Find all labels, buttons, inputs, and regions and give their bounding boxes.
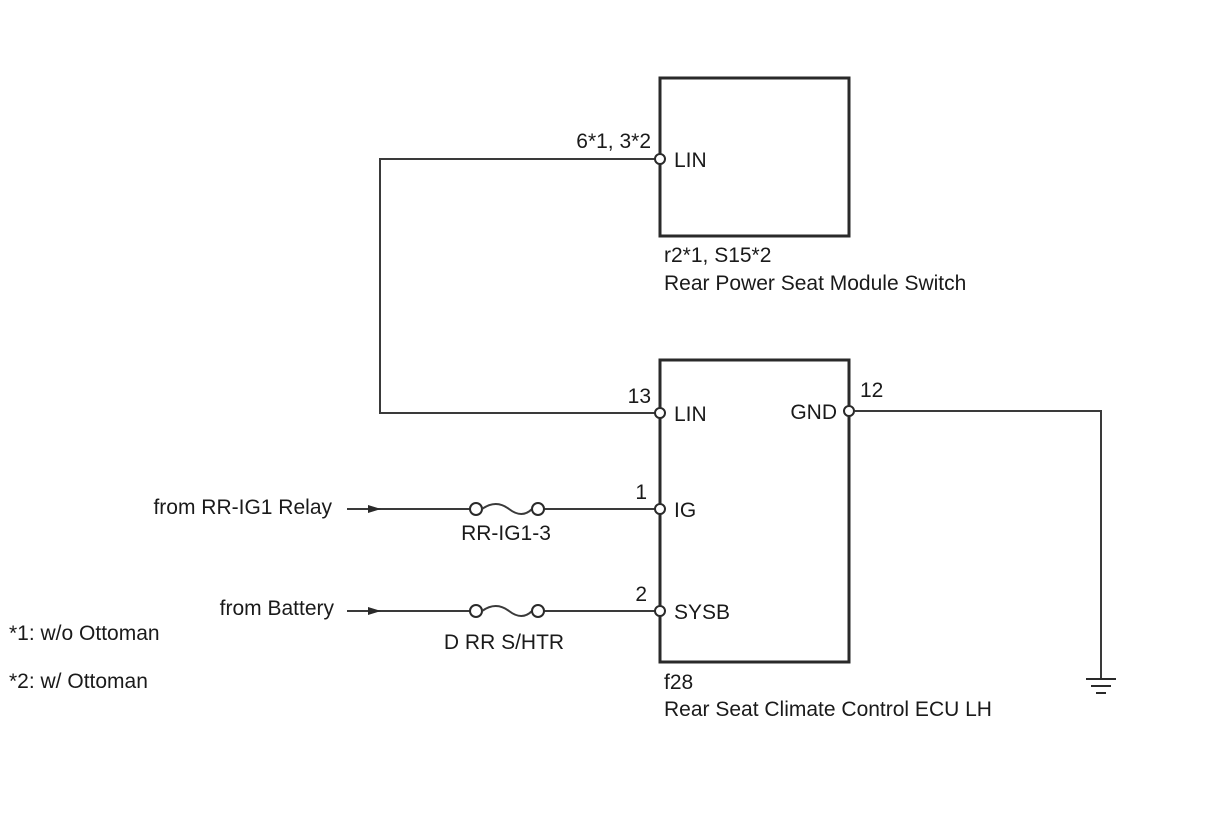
note-1: *1: w/o Ottoman	[9, 622, 160, 645]
switch-lin-terminal	[654, 153, 666, 165]
switch-pin-number: 6*1, 3*2	[576, 130, 651, 153]
ecu-lin-pin-label: LIN	[674, 403, 707, 426]
ecu-gnd-terminal	[843, 405, 855, 417]
switch-pin-label: LIN	[674, 149, 707, 172]
switch-name: Rear Power Seat Module Switch	[664, 272, 966, 295]
fuse-icon	[469, 604, 545, 618]
ecu-connector-code: f28	[664, 671, 693, 694]
ecu-ig-pin-label: IG	[674, 499, 696, 522]
ecu-sysb-terminal	[654, 605, 666, 617]
ecu-sysb-pin-number: 2	[635, 583, 647, 606]
battery-source-label: from Battery	[220, 597, 335, 620]
ecu-gnd-pin-number: 12	[860, 379, 883, 402]
ecu-name: Rear Seat Climate Control ECU LH	[664, 698, 992, 721]
ecu-lin-pin-number: 13	[628, 385, 651, 408]
ecu-lin-terminal	[654, 407, 666, 419]
ecu-ig-terminal	[654, 503, 666, 515]
gnd-wire	[855, 410, 1102, 678]
lin-bus-wire	[379, 158, 655, 414]
ecu-gnd-pin-label: GND	[790, 401, 837, 424]
relay-source-label: from RR-IG1 Relay	[153, 496, 332, 519]
climate-ecu-box	[658, 358, 851, 664]
ground-icon	[1086, 678, 1116, 694]
switch-connector-code: r2*1, S15*2	[664, 244, 771, 267]
note-2: *2: w/ Ottoman	[9, 670, 148, 693]
fuse-icon	[469, 502, 545, 516]
sysb-fuse-label: D RR S/HTR	[444, 631, 564, 654]
ig-fuse-label: RR-IG1-3	[461, 522, 551, 545]
ecu-ig-pin-number: 1	[635, 481, 647, 504]
sysb-feed-arrow	[368, 607, 381, 615]
ig-feed-arrow	[368, 505, 381, 513]
ecu-sysb-pin-label: SYSB	[674, 601, 730, 624]
